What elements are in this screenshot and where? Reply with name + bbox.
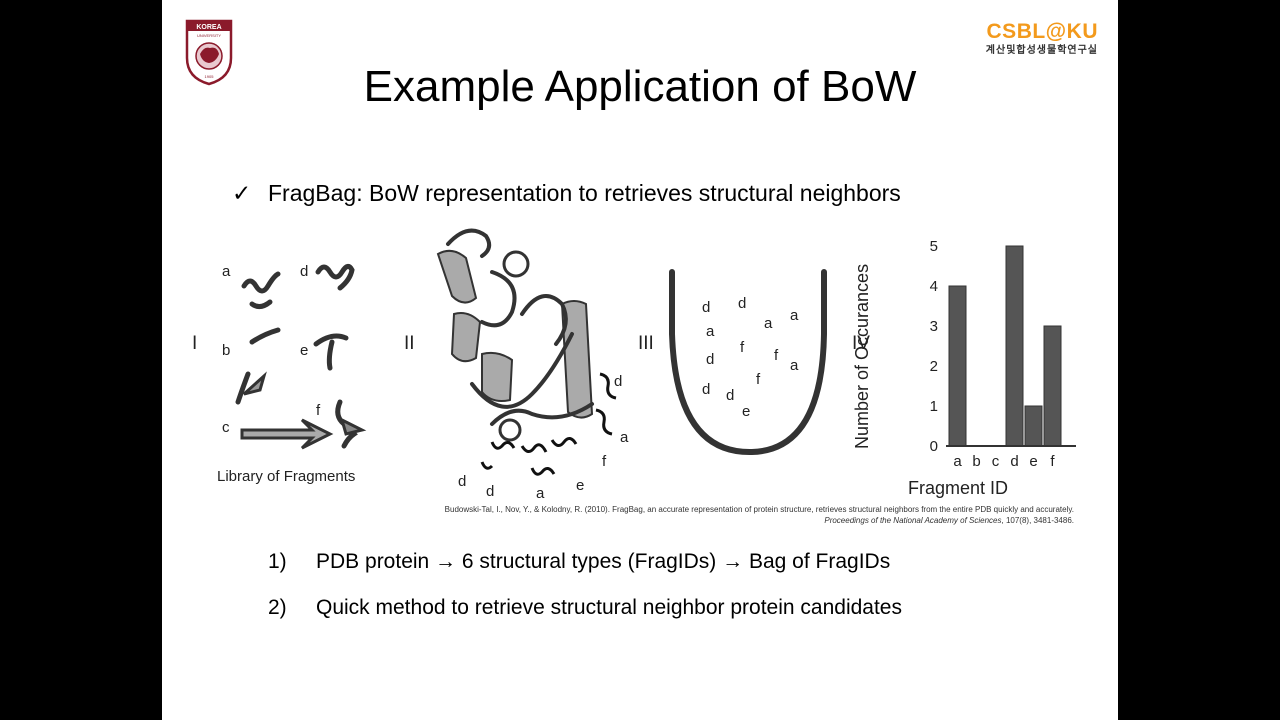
x-tick-a: a: [953, 453, 962, 470]
structure-label-4: e: [576, 477, 584, 494]
csbl-logo: CSBL@KU 계산및합성생물학연구실: [986, 20, 1098, 58]
bag-letter: a: [706, 323, 715, 340]
panel-label-4: IV: [852, 333, 870, 354]
item-text: PDB protein → 6 structural types (FragID…: [316, 550, 891, 573]
x-tick-c: c: [992, 453, 1000, 470]
chart-ylabel: Number of Occurances: [852, 264, 872, 449]
bag-outline: [669, 269, 827, 456]
structure-label-5: a: [536, 485, 545, 502]
citation-authors: Budowski-Tal, I., Nov, Y., & Kolodny, R.…: [444, 505, 1074, 514]
slide-title: Example Application of BoW: [363, 62, 917, 111]
numbered-item-2: 2) Quick method to retrieve structural ne…: [268, 596, 902, 620]
fragbag-figure: I II III IV a b c d e f: [192, 228, 1076, 502]
structure-label-1: d: [614, 373, 622, 390]
fragment-histogram: Number of Occurances Fragment ID 012345 …: [852, 238, 1076, 498]
item-number: 2): [268, 596, 287, 619]
panel-label-1: I: [192, 333, 197, 354]
bag-letter: f: [740, 339, 745, 356]
y-tick-2: 2: [930, 358, 938, 375]
checkmark-icon: ✓: [232, 180, 252, 206]
citation: Budowski-Tal, I., Nov, Y., & Kolodny, R.…: [314, 504, 1074, 526]
bag-letter: d: [702, 299, 710, 316]
y-tick-0: 0: [930, 438, 938, 455]
citation-volume: , 107(8), 3481-3486.: [1001, 516, 1075, 525]
structure-label-7: d: [458, 473, 466, 490]
chart-yticks: 0 1 2 3 4 5: [930, 238, 938, 455]
structure-label-6: d: [486, 483, 494, 500]
item-number: 1): [268, 550, 287, 573]
svg-text:1905: 1905: [205, 74, 215, 79]
fragment-label-c: c: [222, 419, 230, 436]
protein-structure: d a f e a d d: [436, 228, 629, 502]
citation-source: Proceedings of the National Academy of S…: [314, 515, 1074, 526]
fragment-library: a b c d e f Library of Fragments: [217, 263, 367, 485]
fragment-label-f: f: [316, 402, 321, 419]
bag-letter: d: [726, 387, 734, 404]
chart-bars: [948, 245, 1062, 447]
x-tick-e: e: [1029, 453, 1037, 470]
y-tick-1: 1: [930, 398, 938, 415]
bullet-text: FragBag: BoW representation to retrieves…: [268, 180, 901, 206]
x-tick-b: b: [972, 453, 980, 470]
csbl-logo-subtitle: 계산및합성생물학연구실: [985, 45, 1098, 56]
library-caption: Library of Fragments: [217, 468, 355, 485]
x-tick-f: f: [1050, 453, 1055, 470]
bar-e: [1024, 405, 1043, 447]
bag-letter: a: [790, 307, 799, 324]
bag-letter: d: [702, 381, 710, 398]
citation-journal: Proceedings of the National Academy of S…: [824, 516, 1002, 525]
bag-letter: a: [764, 315, 773, 332]
y-tick-4: 4: [930, 278, 938, 295]
bag-letter: d: [706, 351, 714, 368]
item-text: Quick method to retrieve structural neig…: [316, 596, 902, 619]
x-tick-d: d: [1010, 453, 1018, 470]
panel-label-3: III: [638, 333, 654, 354]
svg-text:KOREA: KOREA: [196, 24, 221, 31]
y-tick-5: 5: [930, 238, 938, 255]
korea-university-logo-icon: KOREA UNIVERSITY 1905: [185, 19, 233, 86]
numbered-item-1: 1) PDB protein → 6 structural types (Frag…: [268, 550, 890, 574]
bag-letter: a: [790, 357, 799, 374]
structure-label-3: f: [602, 453, 607, 470]
fragment-label-b: b: [222, 342, 230, 359]
bar-a: [948, 285, 967, 447]
y-tick-3: 3: [930, 318, 938, 335]
fragment-label-a: a: [222, 263, 231, 280]
bar-d: [1005, 245, 1024, 447]
bag-letter: f: [756, 371, 761, 388]
panel-label-2: II: [404, 333, 415, 354]
bag-letter: e: [742, 403, 750, 420]
bag-letter: d: [738, 295, 746, 312]
fragment-label-e: e: [300, 342, 308, 359]
csbl-logo-name: CSBL@KU: [986, 20, 1098, 43]
fragment-label-d: d: [300, 263, 308, 280]
bullet-point: ✓ FragBag: BoW representation to retrieve…: [232, 180, 901, 207]
svg-text:UNIVERSITY: UNIVERSITY: [197, 33, 221, 38]
bar-f: [1043, 325, 1062, 447]
bag-letter: f: [774, 347, 779, 364]
chart-xlabel: Fragment ID: [908, 478, 1008, 498]
structure-label-2: a: [620, 429, 629, 446]
slide: KOREA UNIVERSITY 1905 CSBL@KU 계산및합성생물학연구…: [162, 0, 1118, 720]
